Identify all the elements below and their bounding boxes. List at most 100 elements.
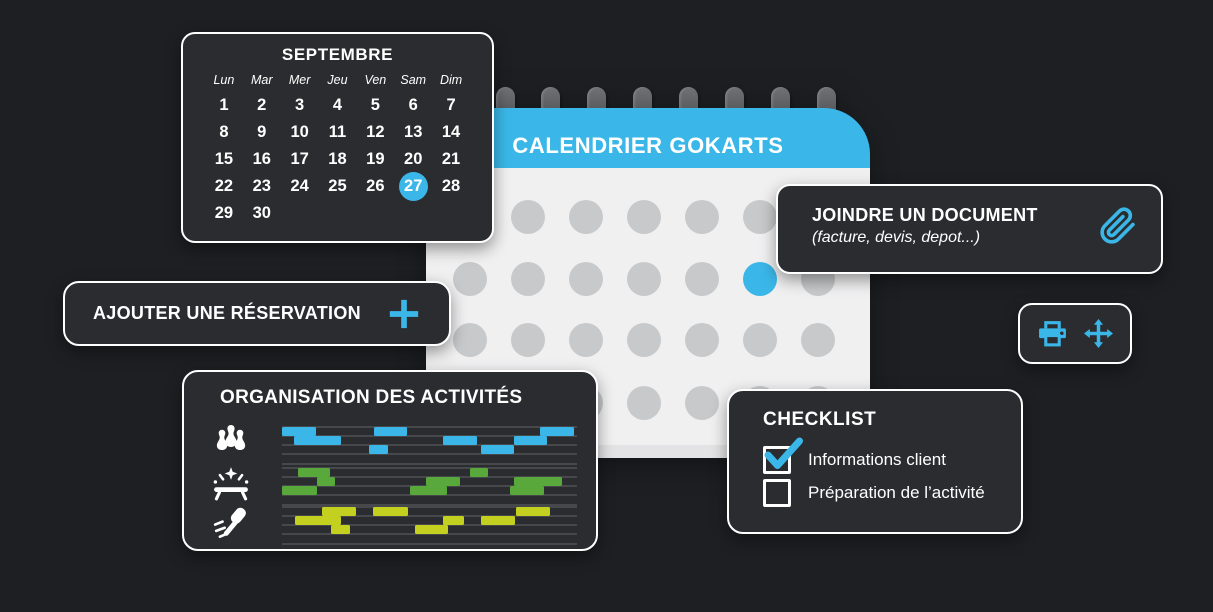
timeline-lane <box>282 486 577 496</box>
calendar-day-dot <box>685 200 719 234</box>
mini-calendar-day[interactable]: 26 <box>366 177 385 195</box>
mini-calendar-day[interactable]: 15 <box>214 150 234 168</box>
axe-throwing-timeline <box>282 506 577 545</box>
mini-calendar-day[interactable]: 5 <box>370 96 380 114</box>
mini-calendar-day[interactable]: 29 <box>214 204 234 222</box>
organisation-title: ORGANISATION DES ACTIVITÉS <box>220 387 523 408</box>
weekday-label: Mer <box>288 73 311 87</box>
mini-calendar-day[interactable]: 6 <box>408 96 418 114</box>
calendar-day-dot <box>685 386 719 420</box>
mini-calendar-day[interactable]: 28 <box>441 177 461 195</box>
weekday-label: Sam <box>400 73 427 87</box>
mini-calendar-day[interactable]: 11 <box>328 123 347 141</box>
axe-throwing-reservation-bar <box>414 525 448 534</box>
trampoline-reservation-bar <box>469 468 488 477</box>
axe-throwing-reservation-bar <box>295 516 341 525</box>
mini-calendar-day[interactable]: 1 <box>219 96 229 114</box>
mini-calendar-day[interactable]: 17 <box>290 150 309 168</box>
mini-calendar-day[interactable]: 7 <box>446 96 456 114</box>
trampoline-reservation-bar <box>282 486 318 495</box>
mini-calendar-day[interactable]: 12 <box>366 123 385 141</box>
add-reservation-label: AJOUTER UNE RÉSERVATION <box>93 303 361 323</box>
activities-organisation-card: ORGANISATION DES ACTIVITÉS <box>182 370 598 551</box>
calendar-day-dot <box>627 262 661 296</box>
mini-calendar-day[interactable]: 4 <box>332 96 343 114</box>
bowling-reservation-bar <box>540 427 575 436</box>
mini-calendar-month-title: SEPTEMBRE <box>281 45 394 64</box>
bowling-reservation-bar <box>282 427 317 436</box>
checklist-item-label: Informations client <box>808 450 946 469</box>
calendar-day-dot <box>627 200 661 234</box>
bowling-pins-icon <box>208 422 254 462</box>
calendar-day-dot <box>801 323 835 357</box>
mini-calendar-day[interactable]: 18 <box>328 150 347 168</box>
bowling-reservation-bar <box>294 436 342 445</box>
bowling-reservation-bar <box>513 436 548 445</box>
axe-throwing-reservation-bar <box>331 525 351 534</box>
axe-throwing-reservation-bar <box>322 507 357 516</box>
checkbox-unchecked[interactable] <box>763 479 791 507</box>
mini-calendar-day[interactable]: 25 <box>328 177 347 195</box>
calendar-day-dot <box>743 323 777 357</box>
checklist-item[interactable]: Informations client <box>763 437 946 474</box>
timeline-lane <box>282 507 577 517</box>
checkbox-checked[interactable] <box>763 437 803 474</box>
printer-icon[interactable] <box>1037 320 1068 347</box>
mini-calendar-day[interactable]: 16 <box>252 150 271 168</box>
calendar-day-dot <box>569 262 603 296</box>
calendar-title: CALENDRIER GOKARTS <box>512 133 784 158</box>
mini-calendar-empty-cell <box>319 200 357 227</box>
move-icon[interactable] <box>1084 319 1113 348</box>
mini-calendar-day[interactable]: 14 <box>441 123 461 141</box>
mini-calendar-day[interactable]: 20 <box>404 150 423 168</box>
trampoline-reservation-bar <box>509 486 544 495</box>
paperclip-icon[interactable] <box>1099 207 1137 245</box>
mini-calendar-day[interactable]: 21 <box>441 150 461 168</box>
attach-document-label: JOINDRE UN DOCUMENT <box>812 205 1038 225</box>
calendar-day-dot <box>511 262 545 296</box>
mini-calendar-day[interactable]: 10 <box>290 123 309 141</box>
mini-calendar-day[interactable]: 9 <box>257 123 267 141</box>
bowling-reservation-bar <box>369 445 388 454</box>
timeline-lane <box>282 445 577 455</box>
move-button[interactable] <box>1084 319 1113 348</box>
mini-calendar-day[interactable]: 13 <box>404 123 423 141</box>
mini-calendar-empty-cell <box>432 200 470 227</box>
timeline-lane <box>282 436 577 446</box>
mini-calendar-day[interactable]: 19 <box>366 150 385 168</box>
trampoline-reservation-bar <box>410 486 447 495</box>
checklist-item[interactable]: Préparation de l’activité <box>763 479 985 507</box>
bowling-reservation-bar <box>373 427 408 436</box>
mini-calendar-day[interactable]: 22 <box>214 177 234 195</box>
print-move-toolbar <box>1018 303 1132 364</box>
mini-calendar-day[interactable]: 3 <box>295 96 305 114</box>
mini-calendar-day[interactable]: 8 <box>219 123 229 141</box>
trampoline-reservation-bar <box>426 477 461 486</box>
bowling-reservation-bar <box>481 445 514 454</box>
calendar-day-dot <box>511 323 545 357</box>
attach-document-button[interactable]: JOINDRE UN DOCUMENT (facture, devis, dep… <box>776 184 1163 274</box>
timeline-lane <box>282 427 577 437</box>
trampoline-icon <box>208 463 254 503</box>
mini-calendar-day[interactable]: 23 <box>252 177 271 195</box>
attach-document-subtitle: (facture, devis, depot...) <box>812 229 981 246</box>
mini-calendar-day[interactable]: 24 <box>290 177 309 195</box>
calendar-day-dot <box>685 262 719 296</box>
trampoline-reservation-bar <box>317 477 336 486</box>
calendar-day-dot <box>627 386 661 420</box>
calendar-day-dot <box>453 323 487 357</box>
mini-calendar-day-selected[interactable]: 27 <box>394 172 432 201</box>
mini-calendar-day[interactable]: 2 <box>257 96 267 114</box>
add-reservation-button[interactable]: AJOUTER UNE RÉSERVATION <box>63 281 451 346</box>
bowling-timeline <box>282 426 577 465</box>
mini-calendar-day[interactable]: 30 <box>252 204 271 222</box>
print-button[interactable] <box>1037 320 1068 347</box>
mini-calendar-empty-cell <box>394 200 432 227</box>
plus-icon[interactable] <box>387 297 421 331</box>
weekday-label: Mar <box>251 73 273 87</box>
trampoline-timeline <box>282 467 577 506</box>
